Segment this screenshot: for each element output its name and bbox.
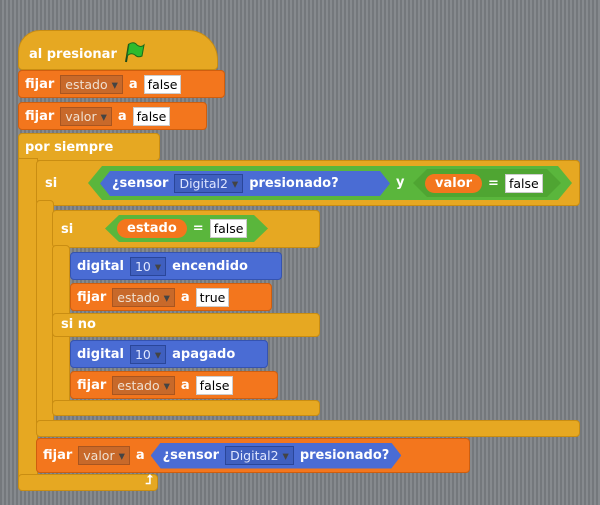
- if-label: si: [61, 222, 74, 237]
- to-label: a: [135, 448, 145, 463]
- forever-arm: [18, 158, 38, 490]
- set-label: fijar: [25, 76, 55, 92]
- else-label: si no: [61, 317, 96, 332]
- sensor-dropdown[interactable]: Digital2: [174, 174, 243, 193]
- and-label: y: [396, 175, 405, 190]
- set-estado-block[interactable]: fijar estadoafalse: [18, 70, 225, 98]
- variable-reporter[interactable]: valor: [425, 174, 482, 193]
- loop-arrow-icon: ⮥: [145, 473, 153, 488]
- variable-dropdown[interactable]: estado: [60, 74, 123, 94]
- to-label: a: [180, 289, 190, 305]
- value-input[interactable]: false: [143, 74, 182, 94]
- value-input[interactable]: false: [505, 174, 543, 193]
- equals-label: =: [192, 221, 204, 236]
- pin-dropdown[interactable]: 10: [129, 256, 167, 276]
- value-input[interactable]: false: [132, 106, 171, 126]
- hat-label: al presionar: [29, 46, 117, 62]
- sensor-pressed-reporter[interactable]: ¿sensor Digital2 presionado?: [151, 443, 402, 469]
- to-label: a: [180, 377, 190, 393]
- set-valor-sensor-block[interactable]: fijar valora ¿sensor Digital2 presionado?: [36, 438, 470, 473]
- set-label: fijar: [25, 108, 55, 124]
- variable-dropdown[interactable]: valor: [60, 106, 112, 126]
- sensor-dropdown[interactable]: Digital2: [225, 446, 294, 465]
- variable-dropdown[interactable]: valor: [78, 446, 130, 465]
- state-label: encendido: [172, 258, 248, 274]
- digital-off-block[interactable]: digital 10 apagado: [70, 340, 268, 368]
- value-input[interactable]: true: [195, 287, 230, 307]
- forever-label: por siempre: [25, 139, 114, 155]
- set-estado-block[interactable]: fijar estadoatrue: [70, 283, 272, 311]
- forever-bottom: ⮥: [18, 473, 158, 491]
- pressed-label: presionado?: [299, 448, 390, 463]
- digital-on-block[interactable]: digital 10 encendido: [70, 252, 282, 280]
- state-label: apagado: [172, 346, 236, 362]
- forever-block[interactable]: por siempre: [18, 133, 160, 161]
- set-valor-block[interactable]: fijar valorafalse: [18, 102, 207, 130]
- equals-operator[interactable]: valor = false: [413, 169, 561, 197]
- set-estado-block[interactable]: fijar estadoafalse: [70, 371, 278, 399]
- if-bottom: [36, 420, 580, 437]
- value-input[interactable]: false: [210, 219, 248, 238]
- equals-label: =: [488, 175, 499, 191]
- else-bar: si no: [52, 313, 320, 337]
- to-label: a: [128, 76, 138, 92]
- sensor-label: ¿sensor: [162, 448, 220, 463]
- set-label: fijar: [77, 289, 107, 305]
- variable-dropdown[interactable]: estado: [112, 375, 175, 395]
- if-else-bottom: [52, 400, 320, 416]
- set-label: fijar: [43, 448, 73, 463]
- pressed-label: presionado?: [249, 176, 339, 191]
- variable-dropdown[interactable]: estado: [112, 287, 175, 307]
- green-flag-icon: [123, 41, 145, 67]
- set-label: fijar: [77, 377, 107, 393]
- equals-operator[interactable]: estado = false: [105, 215, 268, 242]
- digital-label: digital: [77, 258, 124, 274]
- pin-dropdown[interactable]: 10: [129, 344, 167, 364]
- when-flag-clicked-block[interactable]: al presionar: [18, 30, 218, 70]
- sensor-label: ¿sensor: [112, 176, 169, 191]
- and-operator[interactable]: ¿sensor Digital2 presionado? y valor = false: [88, 166, 572, 200]
- to-label: a: [117, 108, 127, 124]
- variable-reporter[interactable]: estado: [117, 219, 187, 238]
- digital-label: digital: [77, 346, 124, 362]
- sensor-pressed-reporter[interactable]: ¿sensor Digital2 presionado?: [100, 171, 390, 196]
- value-input[interactable]: false: [195, 375, 234, 395]
- if-label: si: [45, 176, 58, 191]
